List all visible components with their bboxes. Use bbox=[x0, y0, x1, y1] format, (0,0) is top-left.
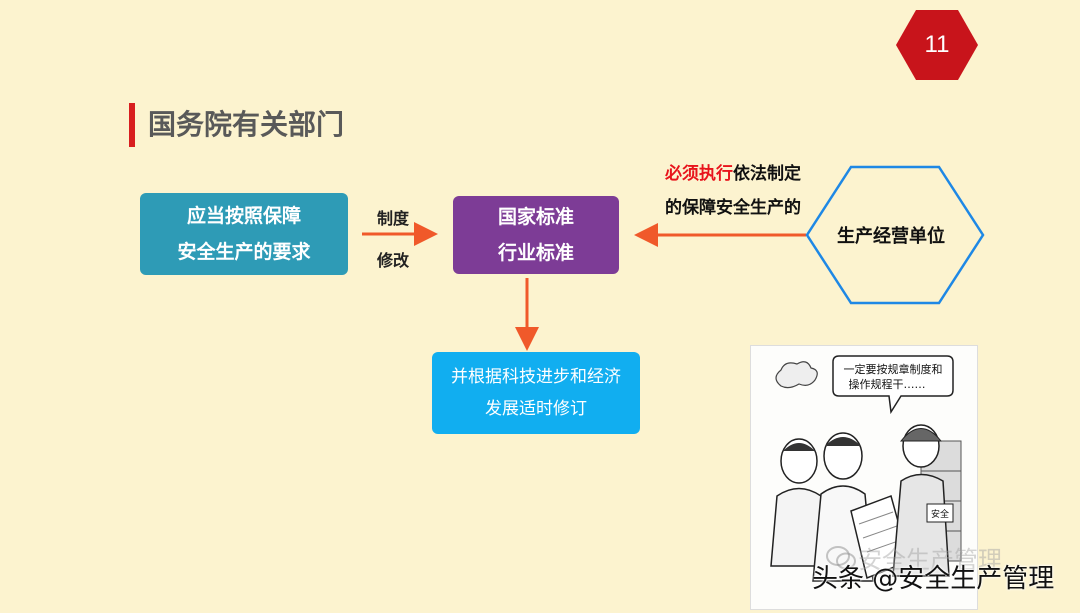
must-execute-red: 必须执行 bbox=[665, 164, 733, 184]
page-number-badge: 11 bbox=[896, 10, 978, 80]
must-execute-rest: 依法制定 bbox=[733, 164, 801, 184]
speech-line1: 一定要按规章制度和 bbox=[844, 362, 943, 376]
wechat-icon bbox=[826, 546, 856, 570]
must-execute-text: 必须执行依法制定 的保障安全生产的 bbox=[648, 157, 818, 225]
box-standard-line1: 国家标准 bbox=[497, 206, 574, 228]
watermark-faded: 安全生产管理 bbox=[858, 546, 1002, 574]
watermark-main: 头条 @安全生产管理 bbox=[812, 564, 1055, 594]
title-accent-bar bbox=[129, 103, 135, 147]
box-requirement-line1: 应当按照保障 bbox=[186, 205, 301, 227]
hexagon-production-unit bbox=[805, 165, 985, 305]
box-revise-line1: 并根据科技进步和经济 bbox=[451, 367, 621, 387]
box-requirement-line2: 安全生产的要求 bbox=[177, 241, 311, 263]
slide-title: 国务院有关部门 bbox=[148, 108, 345, 141]
speech-line2: 操作规程干…… bbox=[849, 377, 926, 391]
box-timely-revision: 并根据科技进步和经济 发展适时修订 bbox=[432, 352, 640, 434]
box-revise-line2: 发展适时修订 bbox=[485, 399, 587, 419]
box-national-standard: 国家标准 行业标准 bbox=[453, 196, 619, 274]
page-number: 11 bbox=[924, 31, 950, 58]
box-safety-requirement: 应当按照保障 安全生产的要求 bbox=[140, 193, 348, 275]
arrow-label-top: 制度 bbox=[377, 209, 410, 228]
arrow-label-bottom: 修改 bbox=[377, 251, 410, 270]
box-standard-line2: 行业标准 bbox=[497, 242, 574, 264]
hexagon-label: 生产经营单位 bbox=[837, 226, 945, 247]
must-execute-line2: 的保障安全生产的 bbox=[665, 198, 801, 218]
cartoon-sign: 安全 bbox=[931, 508, 949, 520]
hexagon-badge-shape bbox=[896, 10, 978, 80]
